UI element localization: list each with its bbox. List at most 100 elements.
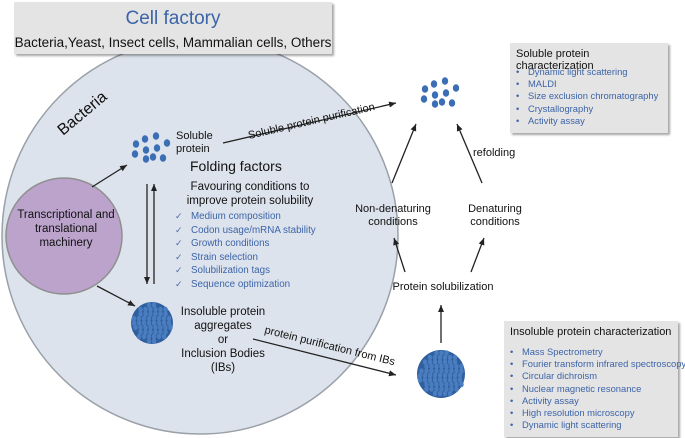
aggregate-dot (166, 320, 172, 326)
aggregate-dot (454, 386, 459, 392)
aggregate-dot (424, 363, 429, 370)
check-icon: ✓ (175, 224, 183, 235)
refolding-label: refolding (473, 147, 516, 159)
aggregate-dot (143, 329, 148, 335)
aggregate-dot (151, 302, 157, 308)
aggregate-dot (437, 390, 443, 397)
soluble-protein-label-line: Soluble (176, 130, 213, 142)
aggregate-dot (143, 311, 148, 317)
folding-factors-title: Folding factors (190, 158, 282, 174)
aggregate-dot (138, 324, 143, 331)
aggregate-dot (437, 377, 443, 383)
insoluble-label-line: or (217, 334, 229, 346)
aggregate-dot (457, 377, 463, 383)
aggregate-dot (434, 368, 439, 374)
aggregate-dot (444, 350, 449, 356)
arrow-soluble-purification (222, 101, 397, 144)
insoluble-characterization-box: Insoluble protein characterization Mass … (504, 321, 685, 437)
aggregate-dot (163, 306, 168, 313)
check-icon: ✓ (175, 278, 183, 289)
non-denaturing-line: conditions (368, 216, 418, 228)
aggregate-dot (158, 306, 163, 313)
list-item-text: Sequence optimization (191, 278, 291, 290)
list-item: High resolution microscopy (510, 407, 685, 419)
aggregate-dot (434, 363, 439, 370)
aggregate-dot (427, 354, 433, 361)
aggregate-dot (434, 350, 439, 356)
denaturing-line: Denaturing (468, 203, 522, 215)
aggregate-dot (138, 311, 143, 317)
check-icon: ✓ (175, 265, 183, 275)
aggregate-dot (439, 386, 444, 392)
aggregate-dot (161, 333, 167, 340)
aggregate-dot (432, 377, 438, 383)
protein-dot (152, 132, 160, 140)
aggregate-dot (143, 324, 148, 331)
list-item: ✓Medium composition (175, 210, 316, 224)
aggregate-dot (422, 372, 428, 379)
list-item: ✓ Solubilization tags (175, 264, 316, 278)
denaturing-line: conditions (470, 216, 520, 228)
aggregate-dot (146, 333, 152, 340)
aggregate-dot (158, 324, 163, 331)
list-item-text: Codon usage/mRNA stability (191, 224, 316, 236)
non-denaturing-line: Non-denaturing (355, 203, 431, 215)
aggregate-dot (146, 320, 152, 326)
aggregate-dot (432, 390, 438, 397)
aggregate-dot (452, 359, 458, 365)
aggregate-dot (161, 320, 167, 326)
aggregate-dot (146, 338, 152, 344)
aggregate-dot (422, 359, 428, 365)
aggregate-dot (138, 329, 143, 335)
aggregate-dot (442, 354, 448, 361)
aggregate-dot (424, 386, 429, 392)
arrow-solubilization-to-nondenaturing (393, 237, 406, 273)
aggregate-dot (444, 386, 449, 392)
list-item: Crystallography (516, 103, 658, 115)
aggregate-dot (429, 386, 434, 392)
list-item: Dynamic light scattering (510, 419, 685, 431)
soluble-protein-label-line: protein (176, 143, 210, 155)
list-item: Activity assay (516, 115, 658, 127)
list-item: ✓ Codon usage/mRNA stability (175, 224, 316, 238)
aggregate-dot (452, 354, 458, 361)
aggregate-dot (168, 324, 173, 331)
aggregate-dot (422, 377, 428, 383)
arrow-solubilization-to-denaturing (470, 237, 485, 273)
aggregate-dot (146, 302, 152, 308)
list-item: Dynamic light scattering (516, 66, 658, 78)
aggregate-dot (449, 368, 454, 374)
list-item: ✓Strain selection (175, 251, 316, 265)
insoluble-label-line: Insoluble protein (180, 306, 266, 318)
inclusion-body-icon (131, 302, 173, 344)
list-item-text: Medium composition (191, 211, 281, 222)
list-item: ✓Growth conditions (175, 237, 316, 251)
aggregate-dot (141, 315, 147, 322)
aggregate-dot (439, 368, 444, 374)
aggregate-dot (459, 381, 464, 388)
aggregate-dot (427, 372, 433, 379)
aggregate-dot (153, 311, 158, 317)
aggregate-dot (424, 381, 429, 388)
list-item-text: Solubilization tags (191, 265, 270, 276)
aggregate-dot (131, 315, 137, 322)
cell-factory-subtitle: Bacteria,Yeast, Insect cells, Mammalian … (14, 35, 332, 50)
aggregate-dot (148, 311, 153, 317)
machinery-circle (5, 177, 123, 295)
purified-inclusion-body-icon (417, 350, 465, 398)
aggregate-dot (447, 377, 453, 383)
aggregate-dot (452, 377, 458, 383)
insoluble-label-line: (IBs) (210, 362, 236, 374)
aggregate-dot (449, 381, 454, 388)
aggregate-dot (153, 329, 158, 335)
aggregate-dot (449, 386, 454, 392)
aggregate-dot (439, 363, 444, 370)
aggregate-dot (148, 306, 153, 313)
aggregate-dot (151, 315, 157, 322)
aggregate-dot (437, 354, 443, 361)
aggregate-dot (432, 359, 438, 365)
aggregate-dot (434, 386, 439, 392)
insoluble-characterization-list: Mass Spectrometry Fourier transform infr… (510, 346, 685, 431)
check-icon: ✓ (175, 251, 183, 262)
